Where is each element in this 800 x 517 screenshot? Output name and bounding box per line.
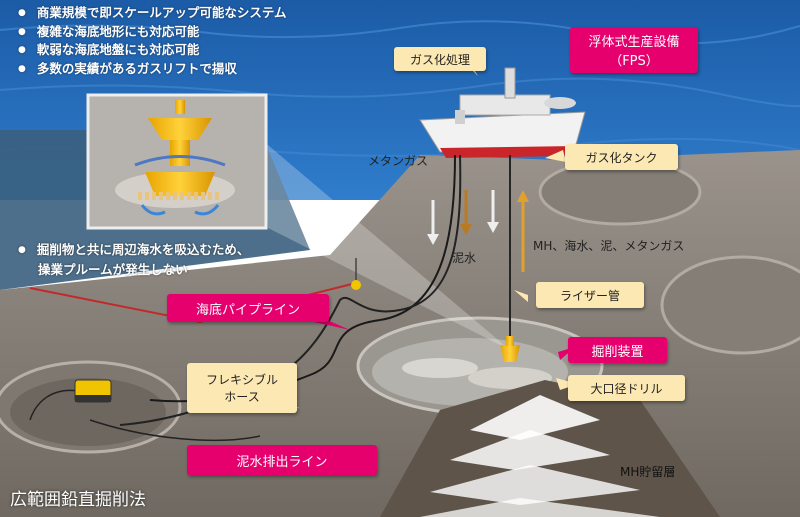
fps-label-line2: （FPS）: [609, 54, 659, 69]
feature-bullets: 商業規模で即スケールアップ可能なシステム 複雑な海底地形にも対応可能 軟弱な海底…: [18, 4, 287, 78]
gas-processing-label: ガス化処理: [394, 47, 486, 71]
drilling-device-label: 掘削装置: [568, 337, 667, 363]
fps-label-line1: 浮体式生産設備: [588, 35, 680, 50]
riser-label: ライザー管: [536, 282, 644, 308]
large-drill-label: 大口径ドリル: [568, 375, 685, 401]
bullet-item: 複雑な海底地形にも対応可能: [18, 23, 287, 42]
subsea-pipeline-label: 海底パイプライン: [167, 294, 329, 322]
plume-note: ● 掘削物と共に周辺海水を吸込むため、 操業プルームが発生しない: [18, 240, 249, 279]
method-title: 広範囲鉛直掘削法: [10, 490, 146, 510]
flexible-hose-line2: ホース: [224, 390, 260, 404]
bullet-item: 商業規模で即スケールアップ可能なシステム: [18, 4, 287, 23]
plume-note-line2: 操業プルームが発生しない: [38, 262, 188, 277]
mud-water-text: 泥水: [452, 251, 477, 265]
drilling-device: [500, 345, 520, 362]
crater-right: [660, 255, 800, 355]
mh-mix-text: MH、海水、泥、メタンガス: [533, 239, 685, 253]
plume-note-line1: 掘削物と共に周辺海水を吸込むため、: [36, 242, 250, 257]
bullet-item: 多数の実績があるガスリフトで揚収: [18, 60, 287, 79]
flexible-hose-label: フレキシブル ホース: [187, 363, 297, 413]
flexible-hose-line1: フレキシブル: [205, 373, 278, 387]
bullet-item: 軟弱な海底地盤にも対応可能: [18, 41, 287, 60]
methane-gas-text: メタンガス: [368, 154, 429, 168]
mud-discharge-line-label: 泥水排出ライン: [187, 445, 377, 475]
bullet-dot-icon: ●: [18, 245, 26, 255]
mh-reservoir-text: MH貯留層: [620, 465, 676, 479]
gas-tank-label: ガス化タンク: [565, 144, 678, 170]
fps-label: 浮体式生産設備 （FPS）: [570, 27, 698, 73]
